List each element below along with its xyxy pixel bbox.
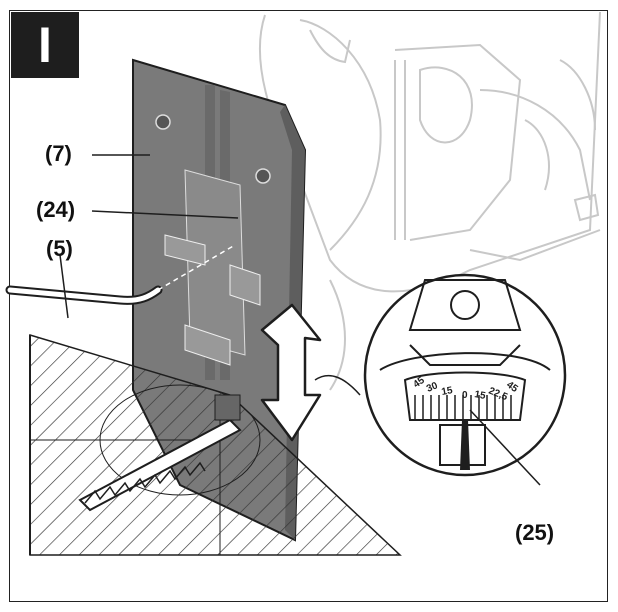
figure-frame xyxy=(9,10,608,602)
callout-24: (24) xyxy=(36,197,76,222)
callout-7: (7) xyxy=(45,141,72,166)
saw-blade xyxy=(78,394,242,512)
callout-5: (5) xyxy=(46,236,73,261)
scale-right-15: 15 xyxy=(473,389,486,402)
scale-center-0: 0 xyxy=(462,390,468,401)
scale-left-15: 15 xyxy=(441,385,454,398)
up-down-arrow xyxy=(260,303,322,442)
hex-key xyxy=(5,244,236,305)
saw-body-outline xyxy=(258,11,601,391)
magnifier xyxy=(314,273,567,486)
workpiece xyxy=(29,333,402,556)
scale-left-30: 30 xyxy=(425,380,440,395)
step-badge: I xyxy=(11,12,79,78)
callout-25: (25) xyxy=(515,520,555,545)
leader-lines xyxy=(59,154,239,319)
